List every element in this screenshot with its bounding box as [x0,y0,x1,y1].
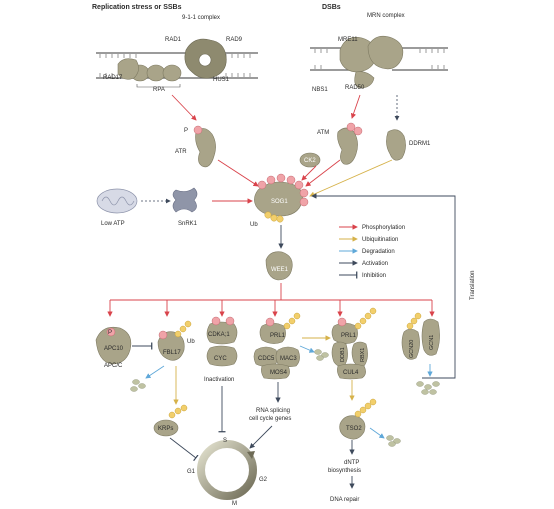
arrow-splicing-cycle [249,425,273,449]
legend: Phosphorylation Ubiquitination Degradati… [339,224,405,279]
complex-911 [184,38,227,79]
header-dsb: DSBs [322,4,341,11]
label-nbs1: NBS1 [312,87,328,93]
label-rad9: RAD9 [226,37,243,43]
label-phase-s: S [223,438,227,444]
wee1-protein [265,251,293,281]
arrow-translation [311,193,456,379]
label-dntp: dNTP [344,460,359,466]
label-atm: ATM [317,130,329,136]
label-ub-fbl: Ub [187,339,195,345]
label-ddrm1: DDRM1 [409,141,431,147]
legend-ubiquitination: Ubiquitination [362,237,398,243]
gcn-complex [401,312,440,360]
tso2-protein [339,398,377,440]
label-hus1: HUS1 [213,77,230,83]
cdka1-cyc-complex [206,316,238,367]
label-rad1: RAD1 [165,37,182,43]
rad17-protein [117,58,139,80]
label-cell-cycle-genes: cell cycle genes [249,416,291,422]
label-inactivation: Inactivation [204,377,234,383]
label-snrk1: SnRK1 [178,221,198,227]
label-phase-g1: G1 [187,469,196,475]
label-atr: ATR [175,149,187,155]
label-rad50: RAD50 [345,85,365,91]
mac-complex [253,312,301,380]
label-rna-splicing: RNA splicing [256,408,290,414]
label-phase-g2: G2 [259,477,268,483]
label-p-apc: P [108,330,112,336]
label-rad17: RAD17 [103,75,123,81]
atr-protein [193,125,216,168]
rpa-protein [130,64,182,82]
arrow-atm-sog1 [305,159,341,187]
snrk1-protein [172,187,198,213]
krps-inhibit-cycle [169,437,199,462]
label-sog1: SOG1 [271,199,288,205]
label-apc10: APC10 [104,346,124,352]
label-mos4: MOS4 [270,370,288,376]
gcn-fragments [416,381,440,395]
mitochondrion-icon [96,188,138,214]
atm-protein [337,122,363,165]
arrow-ck2-sog1 [301,165,317,181]
label-prl1-b: PRL1 [341,333,357,339]
label-biosynthesis: biosynthesis [328,468,361,474]
label-gcn1: GCN1 [429,335,435,350]
label-low-atp: Low ATP [101,221,125,227]
cell-cycle [197,440,257,500]
krps-protein [153,404,188,437]
label-translation: Translation [470,271,476,300]
label-prl1-a: PRL1 [270,333,286,339]
dna-right [310,47,448,71]
fbl17-protein [157,320,192,361]
label-cul4: CUL4 [343,370,359,376]
label-ddb1: DDB1 [340,347,346,362]
mrn-complex [339,35,404,89]
label-mre11: MRE11 [338,37,358,43]
label-apcc: APC/C [104,363,123,369]
sog1-protein [254,173,309,223]
label-cyc: CYC [214,356,227,362]
legend-degradation: Degradation [362,249,395,255]
arrow-fbl-degradation [145,365,165,379]
apcc-complex [95,326,132,365]
label-ck2: CK2 [304,158,316,164]
label-cdc5: CDC5 [258,356,275,362]
label-tso2: TSO2 [346,426,362,432]
tso2-fragments [386,435,401,447]
prl1-fragments [314,349,329,361]
wee1-branches [107,283,435,317]
ddrm1-protein [386,129,406,161]
label-cdka1: CDKA;1 [208,332,230,338]
legend-activation: Activation [362,261,388,267]
label-phase-m: M [232,501,237,507]
arrow-mrn-atm [350,94,361,119]
arrow-tso2-degradation [369,427,385,439]
label-krps: KRPs [158,426,173,432]
ck2-protein [299,152,321,168]
label-wee1: WEE1 [271,267,289,273]
arrow-911-atr [171,94,197,121]
label-rpa: RPA [153,87,165,93]
label-rbx1: RBX1 [360,348,366,362]
legend-phosphorylation: Phosphorylation [362,225,405,231]
label-911: 9-1-1 complex [182,15,220,21]
header-ssb: Replication stress or SSBs [92,4,182,11]
cul4-complex [331,307,377,380]
label-mac3: MAC3 [280,356,297,362]
label-gcn20: GCN20 [409,340,415,358]
label-p-atr: P [184,128,188,134]
fbl17-fragments [130,379,146,392]
legend-inhibition: Inhibition [362,273,386,279]
arrow-prl1-degradation [299,345,315,353]
arrow-atr-sog1 [217,159,259,187]
label-mrn: MRN complex [367,13,405,19]
label-ub-sog1: Ub [250,222,258,228]
label-dna-repair: DNA repair [330,497,359,503]
arrow-ddrm1-sog1 [309,159,393,197]
label-fbl17: FBL17 [163,350,181,356]
